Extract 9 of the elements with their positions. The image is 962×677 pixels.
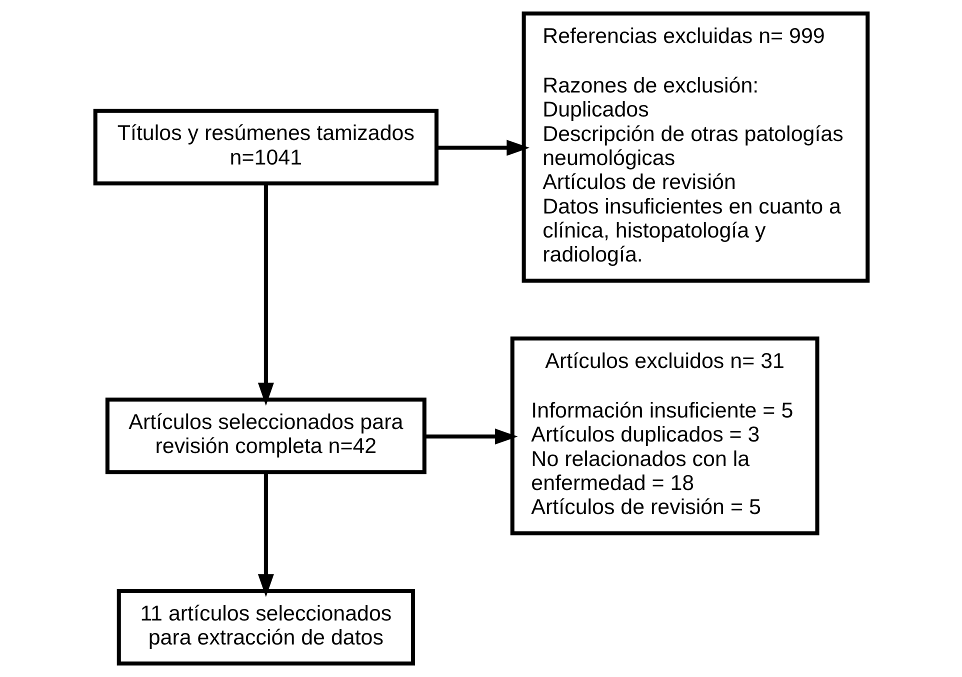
arrow: [257, 184, 274, 406]
node-box: Referencias excluidas n= 999 Razones de exclusión: Duplicados Descripción de otras patologías neumológicas Artículos de revisión Datos insuficientes en cuanto a clínica, histopatología y radiología.: [521, 11, 870, 283]
node-box: Títulos y resúmenes tamizados n=1041: [92, 108, 438, 186]
node-box: 11 artículos seleccionados para extracción de datos: [116, 588, 415, 666]
node-box: Artículos excluidos n= 31 Información insuficiente = 5 Artículos duplicados = 3 No relacionados con la enfermedad = 18 Artículos de revisión = 5: [510, 336, 819, 536]
arrow: [424, 428, 518, 445]
arrow: [436, 140, 530, 156]
arrow: [257, 472, 274, 598]
node-box: Artículos seleccionados para revisión completa n=42: [104, 398, 426, 474]
